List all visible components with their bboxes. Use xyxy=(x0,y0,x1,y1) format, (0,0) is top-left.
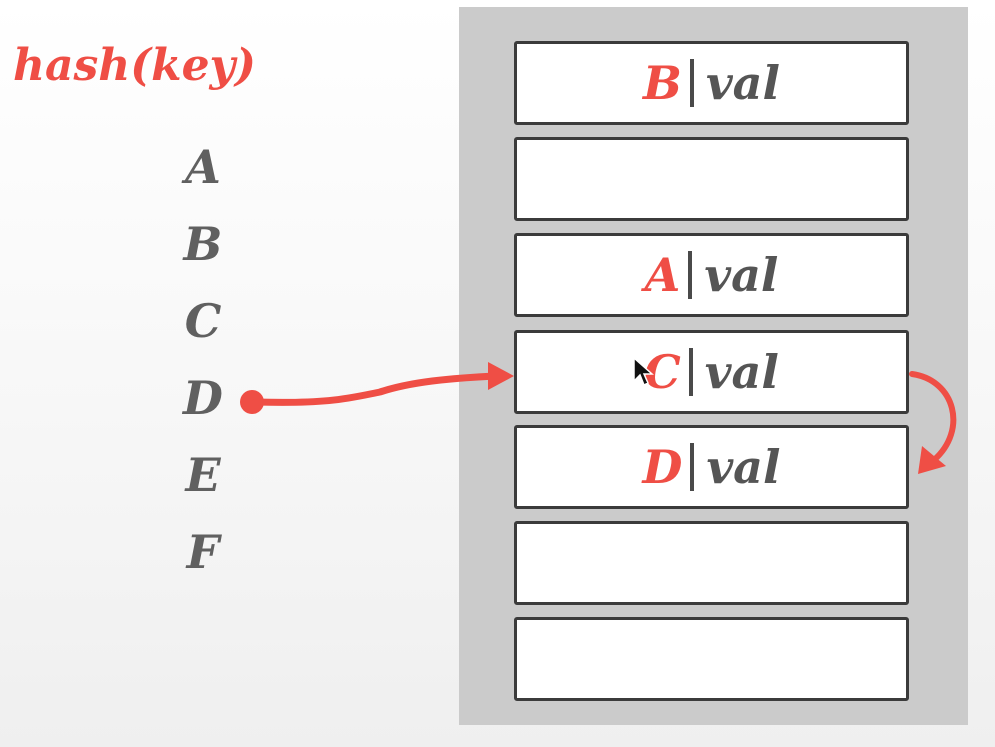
hash-pointer-arrow xyxy=(252,372,502,406)
linear-probe-arrow xyxy=(909,371,957,463)
slot-value: val xyxy=(705,56,780,110)
key-f: F xyxy=(186,525,220,579)
key-d: D xyxy=(183,371,223,425)
key-b: B xyxy=(183,217,223,271)
hash-pointer-arrowhead xyxy=(488,362,514,390)
slot-key: D xyxy=(642,440,683,494)
table-slot-5 xyxy=(514,521,909,605)
mouse-pointer-icon xyxy=(633,357,654,387)
key-c: C xyxy=(184,294,222,348)
key-value-separator xyxy=(688,251,693,299)
table-slot-6 xyxy=(514,617,909,701)
key-value-separator xyxy=(688,348,693,396)
linear-probe-arrowhead xyxy=(918,446,946,474)
key-value-separator xyxy=(690,443,695,491)
key-e: E xyxy=(185,448,221,502)
slot-value: val xyxy=(706,440,781,494)
hash-function-label: hash(key) xyxy=(13,40,256,91)
slot-key: B xyxy=(643,56,682,110)
probe-start-dot xyxy=(240,390,264,414)
key-value-separator xyxy=(689,59,694,107)
key-a: A xyxy=(185,140,221,194)
table-slot-1 xyxy=(514,137,909,221)
slot-key: A xyxy=(644,248,681,302)
slot-value: val xyxy=(704,345,779,399)
slot-value: val xyxy=(704,248,779,302)
